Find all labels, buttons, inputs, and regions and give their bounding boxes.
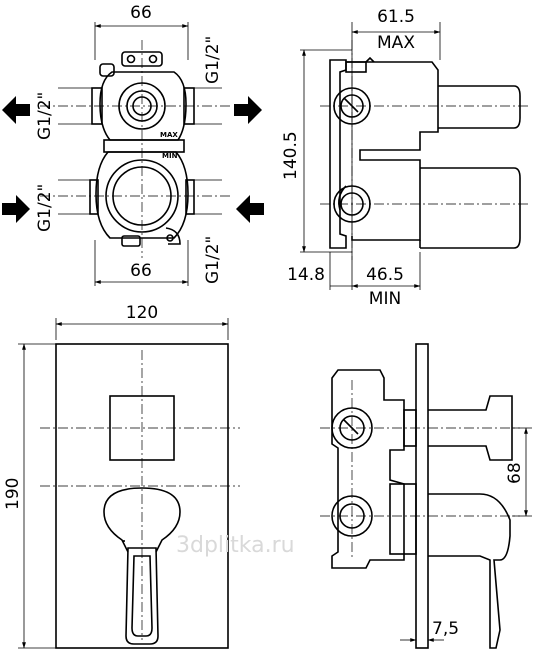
marking-max: MAX [160,131,178,139]
dim-top-width: 66 [130,3,152,23]
installed-centerlines [320,380,520,560]
watermark: 3dplitka.ru [176,533,295,558]
dim-side-depth: 61.5 [377,7,415,27]
port-label-upper-right: G1/2" [203,36,223,84]
dim-plate-width: 120 [126,303,158,323]
flow-arrows [2,96,264,223]
dim-wall-offset: 14.8 [287,265,325,285]
dim-axis-distance: 68 [505,462,525,484]
dim-bottom-width: 66 [130,261,152,281]
arrow-out-right-icon [234,96,262,124]
dim-min-depth: 46.5 [366,265,404,285]
side-view-centerlines [320,40,530,260]
port-label-lower-left: G1/2" [35,184,55,232]
lever-handle [103,487,181,553]
front-view-centerlines [40,40,230,258]
arrow-out-left-icon [2,96,30,124]
port-label-lower-right: G1/2" [203,236,223,284]
side-view-body [300,22,521,290]
dim-side-height: 140.5 [281,131,301,180]
plate-centerlines [40,350,240,640]
arrow-in-right-icon [236,195,264,223]
arrow-in-left-icon [2,195,30,223]
dim-plate-height: 190 [3,478,23,510]
dim-max-label: MAX [377,33,415,53]
installed-side-view [331,343,532,649]
dim-plate-thickness: 7,5 [432,619,459,639]
marking-min: MIN [162,152,178,160]
dim-min-label: MIN [369,289,401,309]
cover-plate [18,318,229,649]
plate-outline [55,343,229,649]
port-label-upper-left: G1/2" [35,92,55,140]
